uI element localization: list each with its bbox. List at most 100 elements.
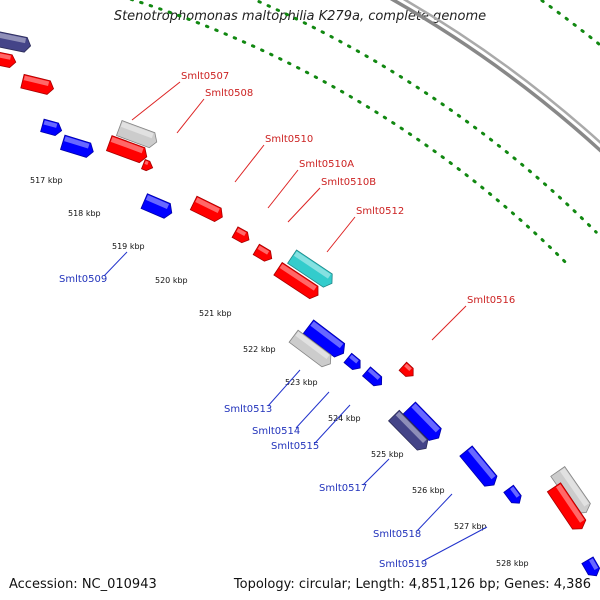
- gene-label-smlt0518: Smlt0518: [373, 529, 421, 540]
- gene-block: [40, 118, 63, 137]
- leader-line: [267, 169, 299, 209]
- gene-label-smlt0512: Smlt0512: [356, 206, 404, 217]
- gene-highlight: [559, 468, 589, 507]
- gene-highlight: [144, 160, 149, 165]
- gene-label-smlt0513: Smlt0513: [224, 404, 272, 415]
- gene-highlight: [395, 411, 427, 444]
- gene-label-smlt0516: Smlt0516: [467, 295, 515, 306]
- gene-highlight: [367, 368, 381, 380]
- tick-label: 521 kbp: [199, 309, 232, 318]
- tick-label: 519 kbp: [112, 242, 145, 251]
- gene-label-smlt0510: Smlt0510: [265, 134, 313, 145]
- gene-block: [546, 482, 587, 530]
- gene-block-smlt0510a: [231, 226, 250, 244]
- gene-shape: [273, 261, 319, 300]
- leader-line: [422, 526, 488, 562]
- gene-shape: [503, 484, 522, 504]
- gene-block: [60, 134, 94, 158]
- gene-label-smlt0510b: Smlt0510B: [321, 177, 376, 188]
- gene-highlight: [404, 363, 412, 372]
- backbone-outer: [402, 0, 600, 144]
- leader-line: [431, 305, 467, 341]
- gene-shape: [252, 243, 273, 262]
- gene-shape: [288, 329, 332, 368]
- gene-highlight: [145, 195, 170, 209]
- gene-block: [140, 158, 154, 172]
- gene-shape: [581, 556, 600, 577]
- gene-highlight: [110, 136, 144, 154]
- gene-shape: [189, 195, 223, 223]
- gene-highlight: [467, 447, 496, 480]
- gene-shape: [231, 226, 250, 244]
- gene-shape: [302, 319, 346, 358]
- gene-shape: [140, 193, 173, 219]
- gene-label-smlt0514: Smlt0514: [252, 426, 300, 437]
- leader-line: [416, 493, 453, 532]
- gene-block: [0, 50, 17, 68]
- genome-info-text: Topology: circular; Length: 4,851,126 bp…: [233, 577, 591, 592]
- leader-line: [287, 187, 321, 223]
- gene-highlight: [310, 321, 344, 349]
- tick-label: 527 kbp: [454, 522, 487, 531]
- gene-label-smlt0519: Smlt0519: [379, 559, 427, 570]
- tick-label: 520 kbp: [155, 276, 188, 285]
- tick-label: 528 kbp: [496, 559, 529, 568]
- accession-text: Accession: NC_010943: [9, 577, 157, 592]
- leader-line: [295, 391, 330, 429]
- tick-label: 525 kbp: [371, 450, 404, 459]
- gene-shape: [361, 366, 383, 387]
- gene-shape: [387, 409, 429, 451]
- gene-block: [402, 401, 442, 441]
- gene-shape: [287, 249, 333, 288]
- gene-block: [0, 30, 32, 53]
- map-title: Stenotrophomonas maltophilia K279a, comp…: [113, 9, 487, 24]
- gene-block: [273, 261, 319, 300]
- gene-label-smlt0517: Smlt0517: [319, 483, 367, 494]
- dotted-track: [538, 0, 600, 47]
- gene-highlight: [64, 136, 90, 149]
- gene-block-smlt0516: [398, 361, 414, 377]
- gene-block-smlt0517: [387, 409, 429, 451]
- gene-highlight: [120, 121, 154, 139]
- dotted-track: [0, 0, 600, 102]
- tick-label: 522 kbp: [243, 345, 276, 354]
- gene-block-smlt0519: [503, 484, 522, 504]
- tick-label: 517 kbp: [30, 176, 63, 185]
- gene-label-smlt0509: Smlt0509: [59, 274, 107, 285]
- gene-shape: [398, 361, 414, 377]
- gene-highlight: [43, 120, 58, 128]
- gene-block-smlt0515: [361, 366, 383, 387]
- gene-highlight: [257, 245, 270, 255]
- dotted-track: [127, 0, 568, 265]
- tick-label: 523 kbp: [285, 378, 318, 387]
- gene-highlight: [555, 484, 585, 523]
- gene-highlight: [411, 403, 440, 433]
- gene-block-smlt0508: [105, 135, 148, 164]
- gene-highlight: [195, 197, 220, 214]
- leader-line: [267, 369, 301, 407]
- gene-block-smlt0512: [287, 249, 333, 288]
- gene-block: [20, 73, 55, 95]
- leader-line: [362, 458, 390, 486]
- gene-highlight: [236, 228, 247, 237]
- gene-block-smlt0518: [459, 445, 498, 487]
- gene-block-smlt0514: [343, 352, 361, 370]
- gene-highlight: [510, 486, 520, 498]
- leader-line: [103, 251, 128, 277]
- gene-highlight: [295, 331, 330, 359]
- leader-line: [234, 144, 265, 183]
- gene-highlight: [0, 52, 11, 60]
- gene-highlight: [293, 251, 331, 279]
- gene-block-smlt0510b: [252, 243, 273, 262]
- gene-highlight: [589, 558, 599, 570]
- gene-highlight: [279, 263, 317, 291]
- gene-label-smlt0510a: Smlt0510A: [299, 159, 354, 170]
- gene-block-smlt0509: [140, 193, 173, 219]
- gene-highlight: [23, 75, 50, 87]
- tick-label: 526 kbp: [412, 486, 445, 495]
- gene-block: [581, 556, 600, 577]
- gene-shape: [546, 482, 587, 530]
- gene-highlight: [0, 31, 27, 44]
- gene-shape: [402, 401, 442, 441]
